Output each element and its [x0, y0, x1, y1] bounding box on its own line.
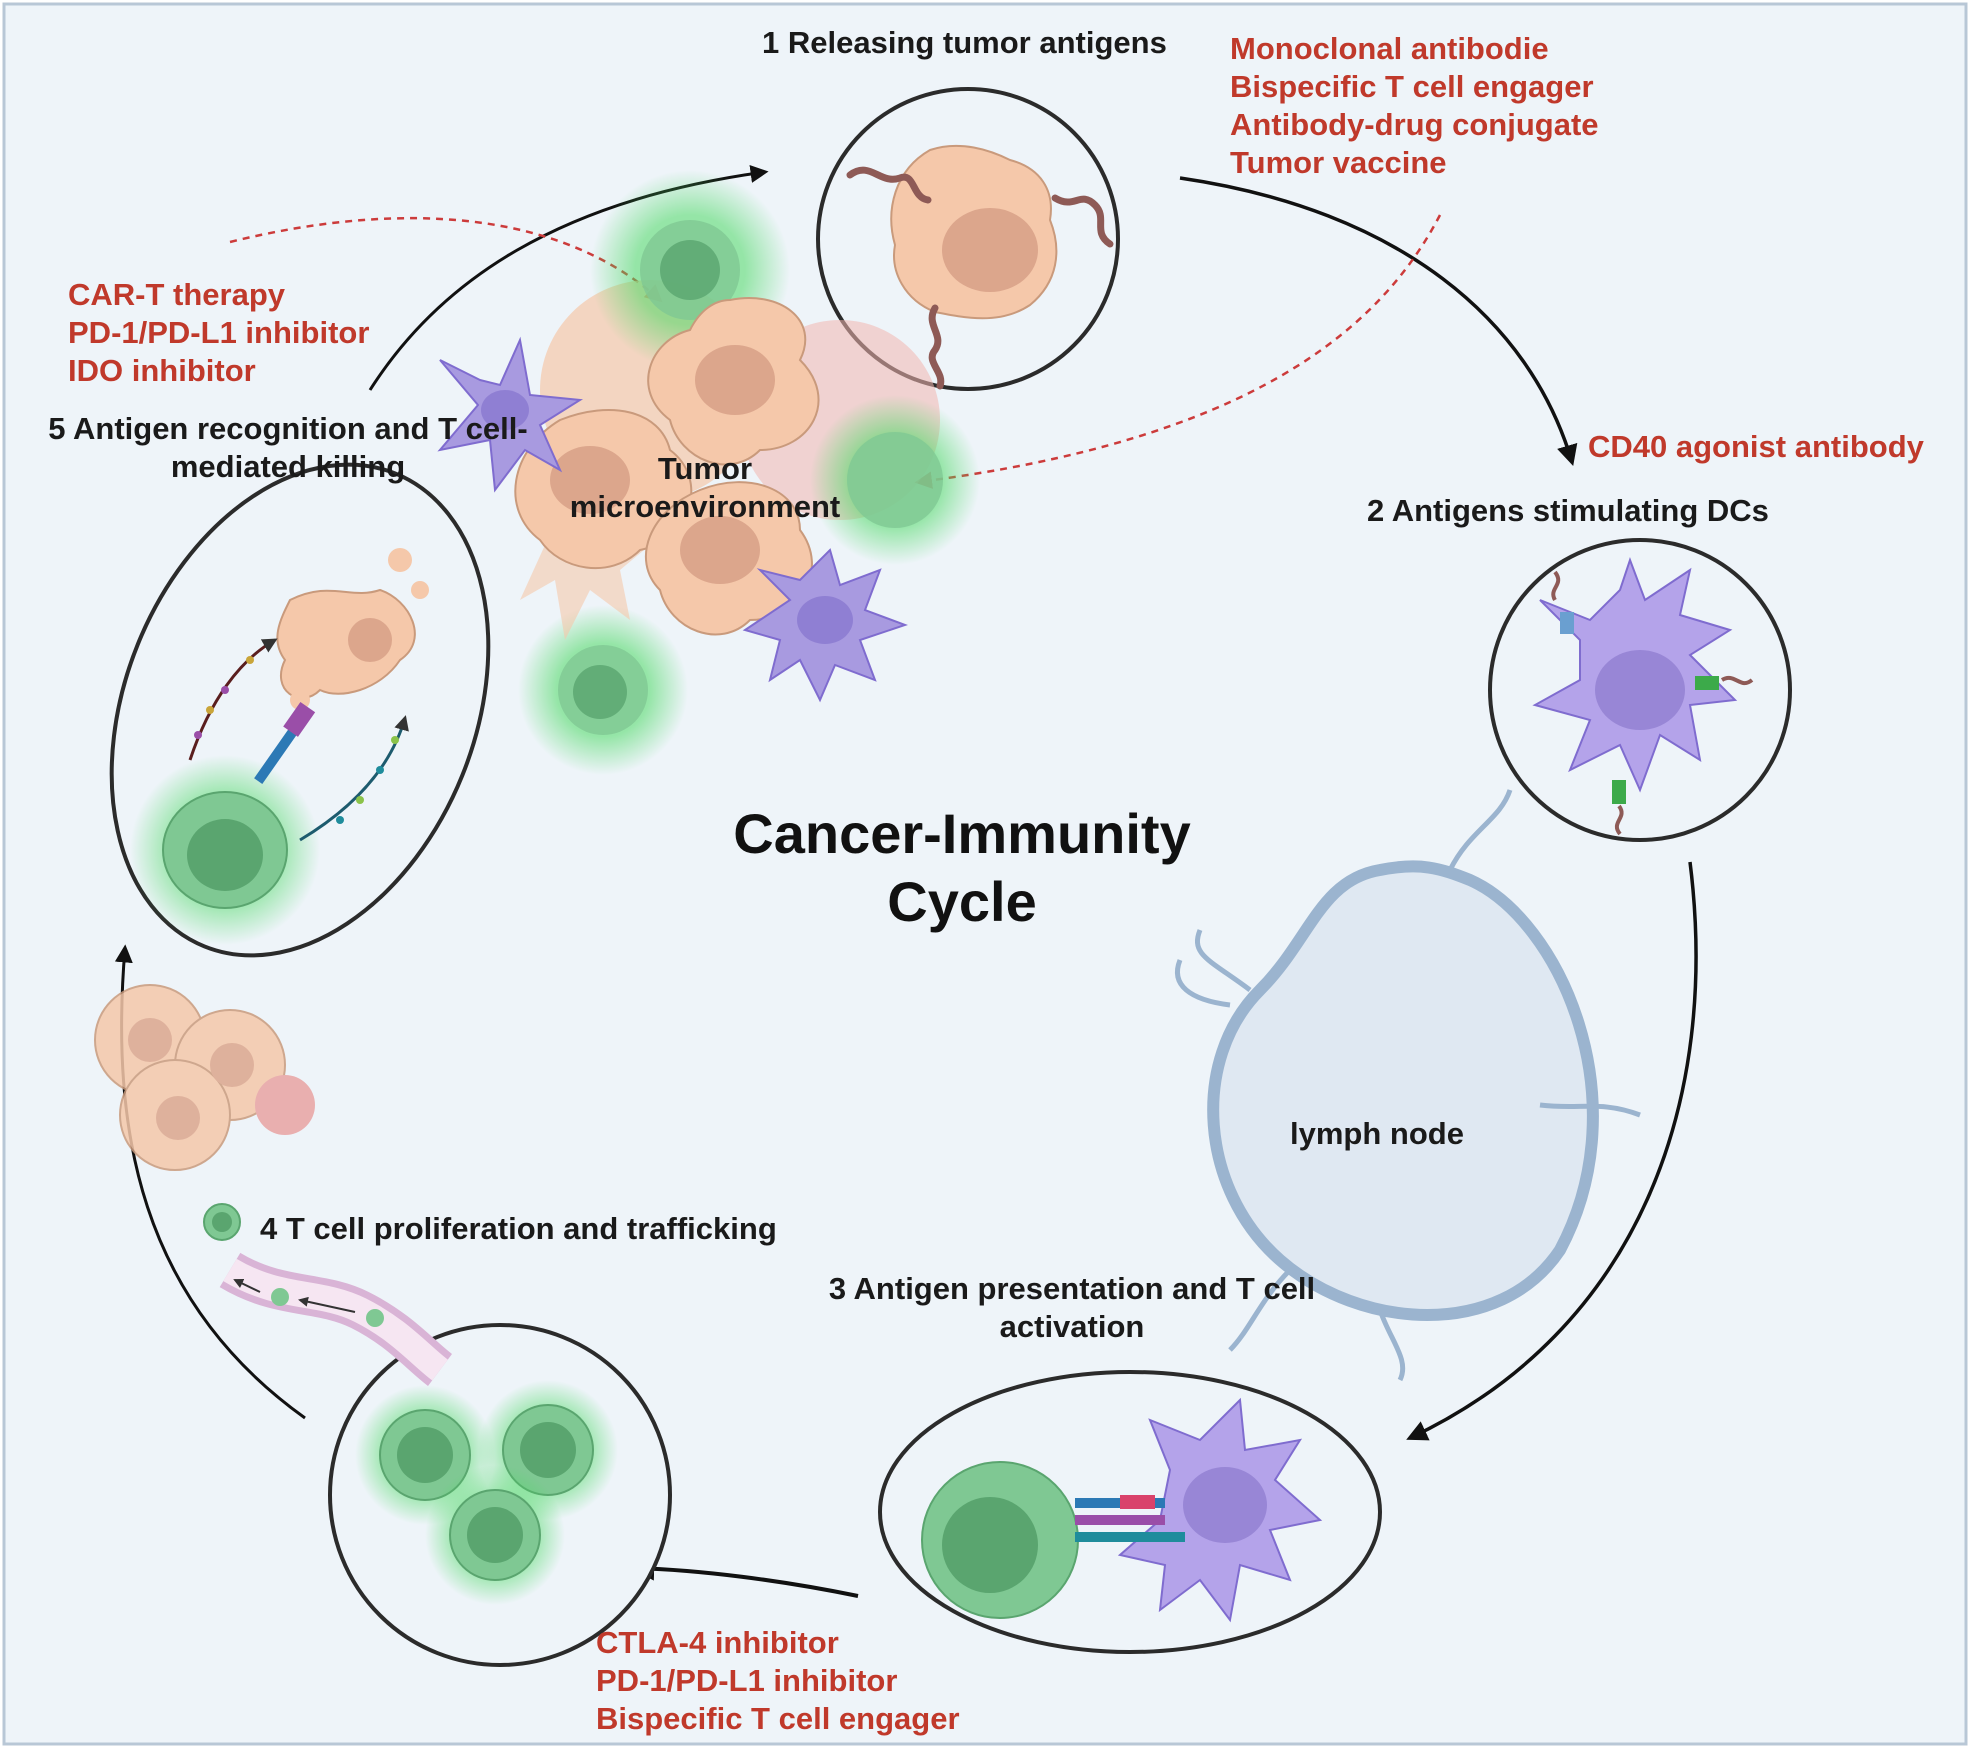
drug-item: Bispecific T cell engager	[1230, 69, 1594, 104]
lymph-node-label: lymph node	[1290, 1116, 1464, 1151]
mhc-receptor	[1695, 676, 1719, 690]
drug-item: IDO inhibitor	[68, 353, 256, 388]
tumor-microenvironment-label: Tumor microenvironment	[555, 450, 855, 526]
antigen-strand	[928, 304, 945, 390]
step-label-line: 1 Releasing tumor antigens	[762, 25, 1167, 60]
step3-drug-list: CTLA-4 inhibitor PD-1/PD-L1 inhibitor Bi…	[596, 1624, 960, 1738]
step4-circle	[328, 1323, 672, 1667]
step2-drug-list: CD40 agonist antibody	[1588, 428, 1924, 466]
step-label-line: activation	[999, 1309, 1145, 1344]
drug-item: Tumor vaccine	[1230, 145, 1447, 180]
drug-item: Monoclonal antibodie	[1230, 31, 1549, 66]
drug-item: PD-1/PD-L1 inhibitor	[596, 1663, 898, 1698]
step-label-line: 5 Antigen recognition and T cell-	[48, 411, 528, 446]
step5-label: 5 Antigen recognition and T cell- mediat…	[38, 410, 538, 486]
tcr-mhc-pair	[1075, 1515, 1165, 1525]
drug-item: CAR-T therapy	[68, 277, 286, 312]
drug-item: PD-1/PD-L1 inhibitor	[68, 315, 370, 350]
drug-item: Bispecific T cell engager	[596, 1701, 960, 1736]
lymph-node	[1175, 789, 1641, 1382]
antigen-strand	[1614, 804, 1624, 836]
drug-item: CTLA-4 inhibitor	[596, 1625, 839, 1660]
step-label-line: 4 T cell proliferation and trafficking	[260, 1211, 777, 1246]
step-label-line: mediated killing	[170, 449, 406, 484]
step1-label: 1 Releasing tumor antigens	[762, 24, 1167, 62]
step2-label: 2 Antigens stimulating DCs	[1367, 492, 1769, 530]
cycle-arrow-1-to-2	[1179, 176, 1578, 467]
antigen-strand	[846, 166, 932, 204]
mhc-receptor	[1560, 612, 1574, 634]
title-line: Cycle	[887, 870, 1037, 933]
cycle-arrow-2-to-3	[1406, 861, 1698, 1441]
step3-label: 3 Antigen presentation and T cell activa…	[812, 1270, 1332, 1346]
step5-ellipse	[109, 462, 491, 958]
cycle-arrow-3-to-4	[630, 1556, 859, 1598]
tumor-microenvironment	[437, 170, 980, 775]
tcr-mhc-pair	[1075, 1532, 1185, 1542]
step-label-line: 3 Antigen presentation and T cell	[828, 1271, 1316, 1306]
small-tumor-cluster	[94, 984, 315, 1171]
tumor-label-line: microenvironment	[569, 489, 841, 524]
trafficking-dashed-arrow-right	[914, 214, 1442, 489]
step5-drug-list: CAR-T therapy PD-1/PD-L1 inhibitor IDO i…	[68, 276, 369, 390]
drug-item: Antibody-drug conjugate	[1230, 107, 1599, 142]
antigen-strand	[1551, 570, 1561, 602]
tumor-label-line: Tumor	[657, 451, 753, 486]
step1-circle	[816, 87, 1120, 391]
step2-circle	[1488, 538, 1792, 842]
antigen-strand	[1720, 676, 1754, 686]
title-line: Cancer-Immunity	[733, 802, 1191, 865]
blood-vessel	[203, 1203, 453, 1386]
diagram-title: Cancer-Immunity Cycle	[662, 800, 1262, 936]
step-label-line: 2 Antigens stimulating DCs	[1367, 493, 1769, 528]
step1-drug-list: Monoclonal antibodie Bispecific T cell e…	[1230, 30, 1599, 182]
step4-label: 4 T cell proliferation and trafficking	[260, 1210, 777, 1248]
drug-item: CD40 agonist antibody	[1588, 429, 1924, 464]
car-receptor	[254, 720, 303, 784]
mhc-receptor	[1612, 780, 1626, 804]
antigen-strand	[1051, 194, 1114, 248]
step3-ellipse	[878, 1370, 1382, 1654]
